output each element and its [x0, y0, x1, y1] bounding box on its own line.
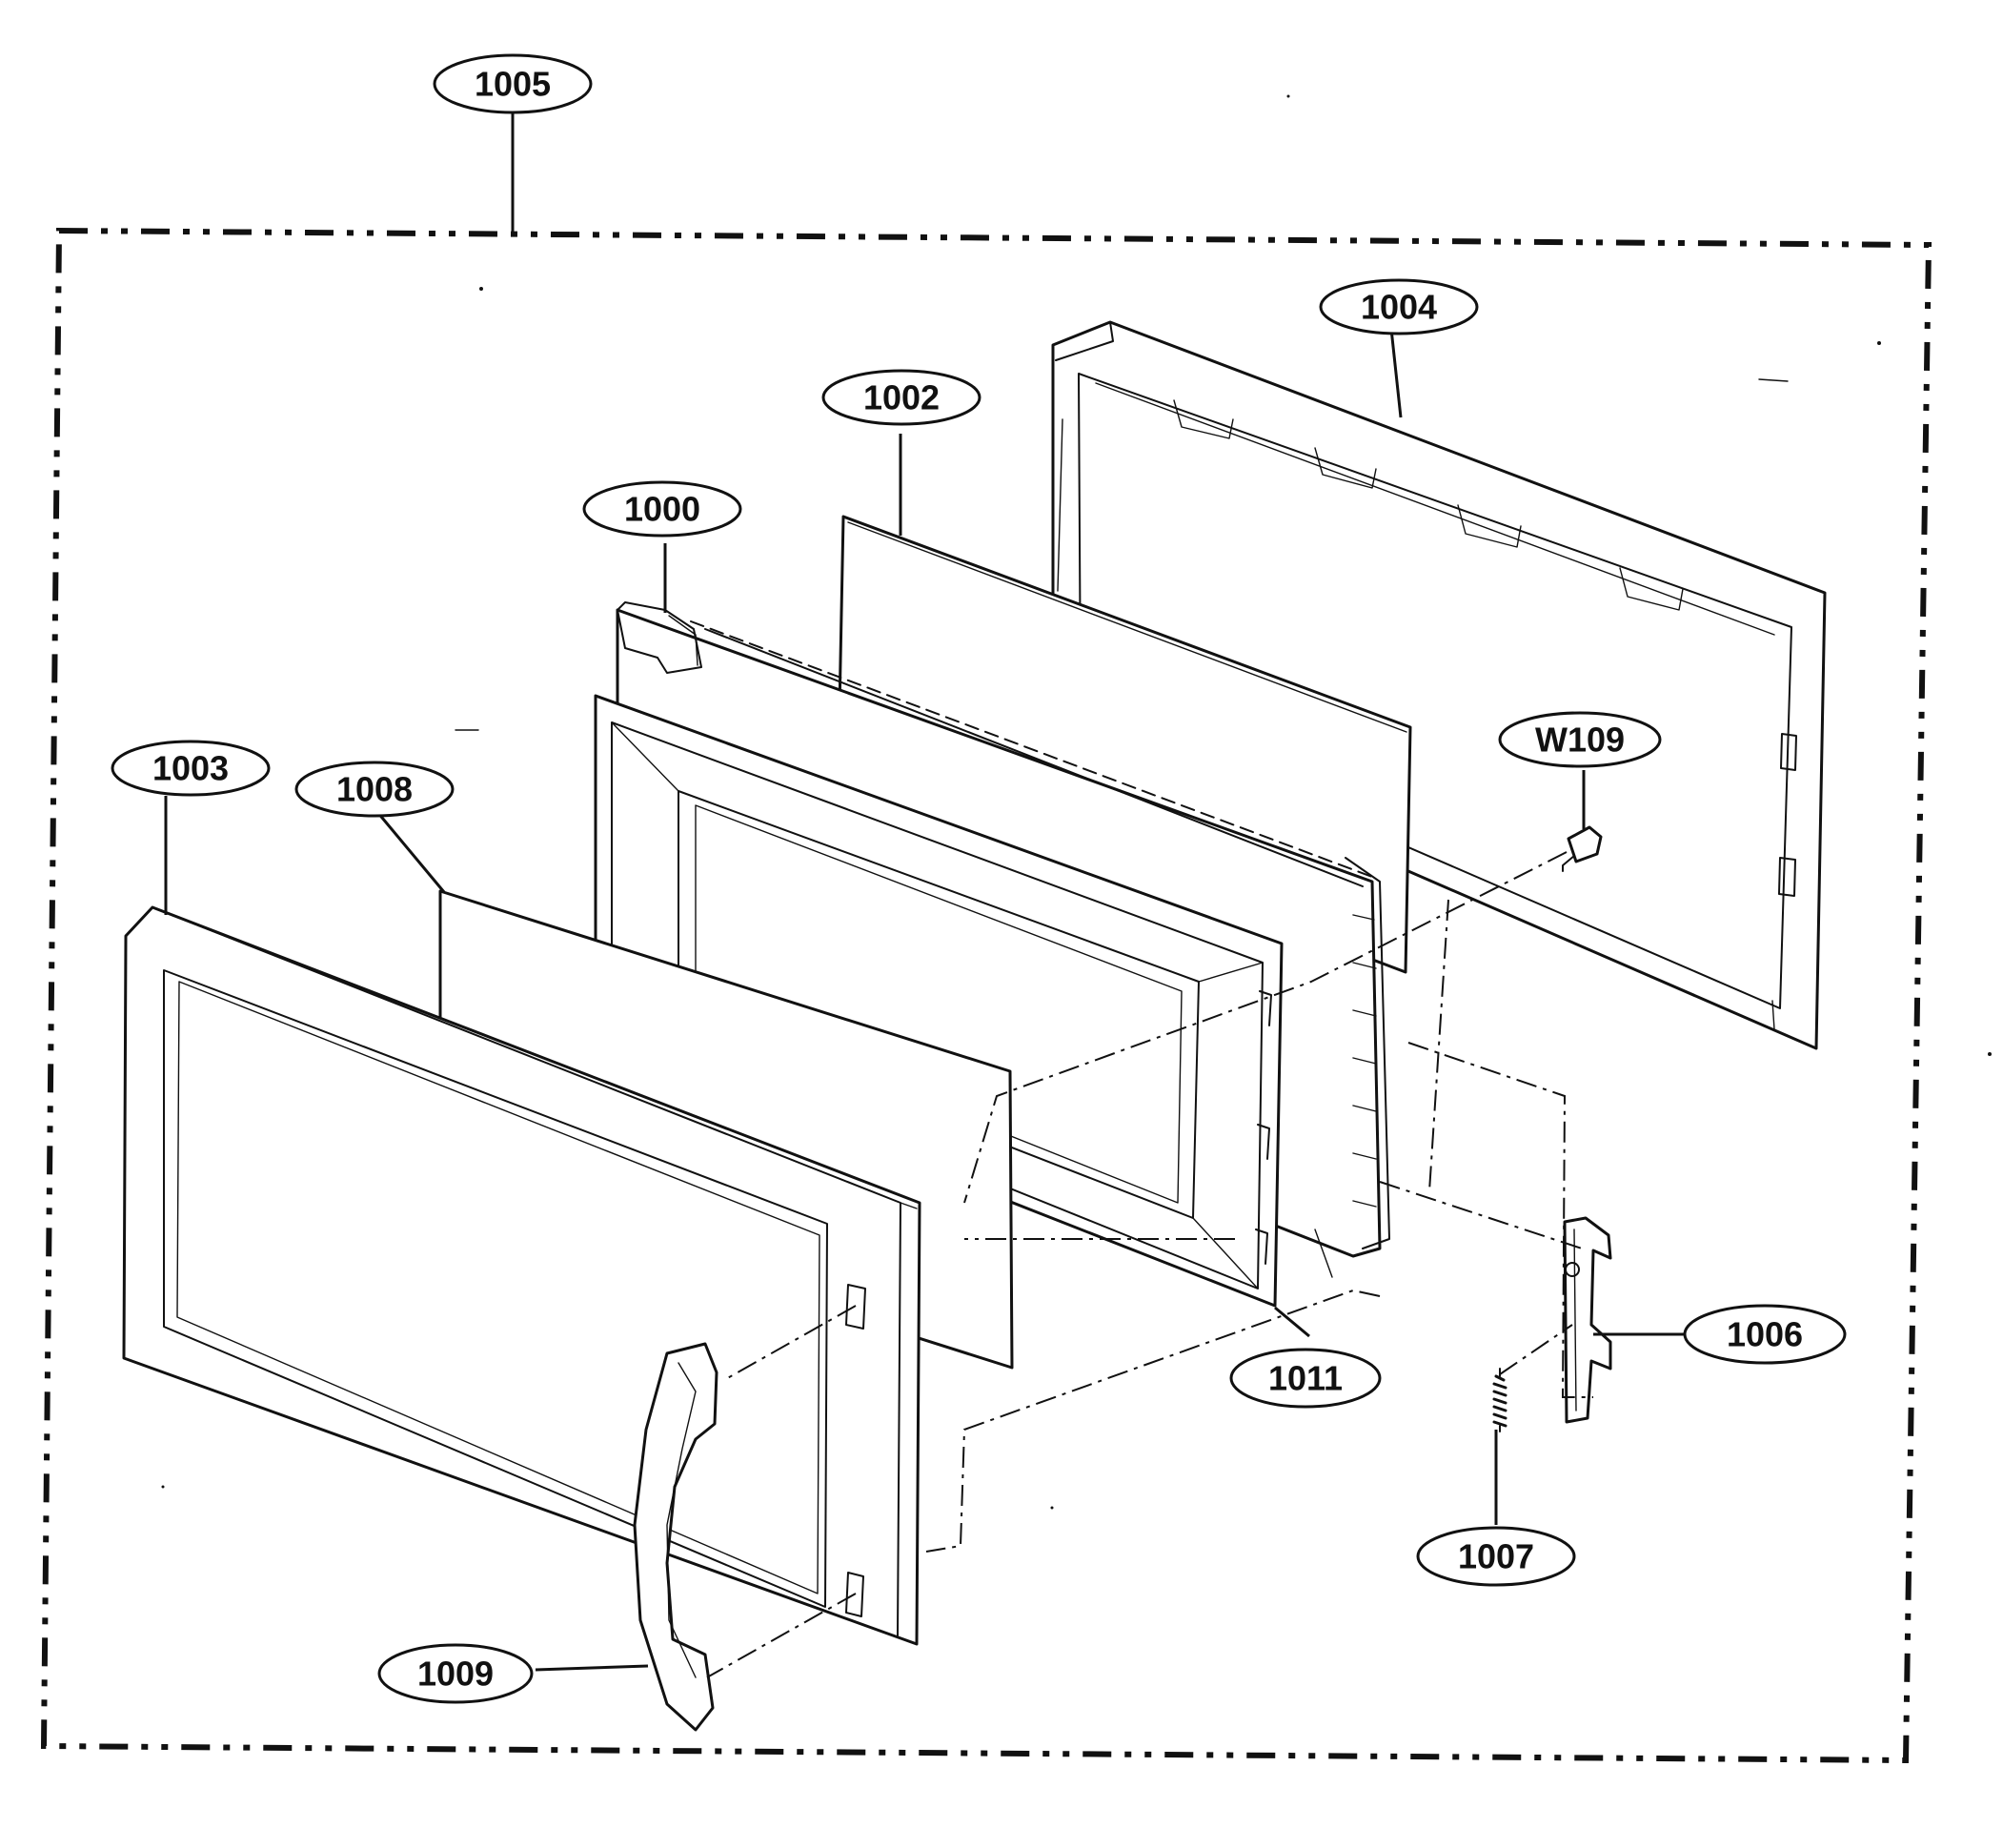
callout-label: 1007: [1458, 1537, 1534, 1576]
assembly-boundary: [40, 227, 1932, 1764]
part-door-frame-rear: [1051, 320, 1827, 1050]
leader-lines: [164, 112, 1687, 1672]
part-door-handle: [633, 1342, 718, 1732]
callout-label: 1011: [1268, 1359, 1343, 1398]
part-spring: [1492, 1368, 1507, 1432]
callout-1005: 1005: [433, 53, 593, 114]
callout-W109: W109: [1498, 711, 1662, 768]
callout-1006: 1006: [1683, 1304, 1847, 1365]
callout-label: 1002: [863, 378, 940, 417]
part-door-choke-frame: [594, 694, 1284, 1308]
callout-1011: 1011: [1229, 1348, 1382, 1409]
callout-label: 1008: [336, 770, 413, 809]
part-screw: [1562, 825, 1603, 872]
callout-1007: 1007: [1416, 1526, 1576, 1587]
callout-1003: 1003: [111, 740, 271, 797]
callout-1009: 1009: [377, 1643, 534, 1704]
part-latch-lever: [1563, 1216, 1612, 1424]
assembly-lines: [706, 851, 1593, 1678]
print-specks: [161, 94, 1992, 1510]
callout-1008: 1008: [294, 761, 455, 818]
callout-label: 1009: [417, 1655, 494, 1694]
callout-label: 1003: [152, 749, 229, 788]
callout-1002: 1002: [821, 369, 981, 426]
callout-label: 1004: [1361, 288, 1437, 327]
callout-1004: 1004: [1319, 278, 1479, 335]
callout-label: 1000: [624, 490, 700, 529]
callout-1000: 1000: [582, 480, 742, 538]
callout-label: 1006: [1727, 1315, 1803, 1354]
callout-label: W109: [1535, 721, 1625, 760]
callout-label: 1005: [475, 65, 551, 104]
part-door-outer-frame: [122, 905, 921, 1646]
